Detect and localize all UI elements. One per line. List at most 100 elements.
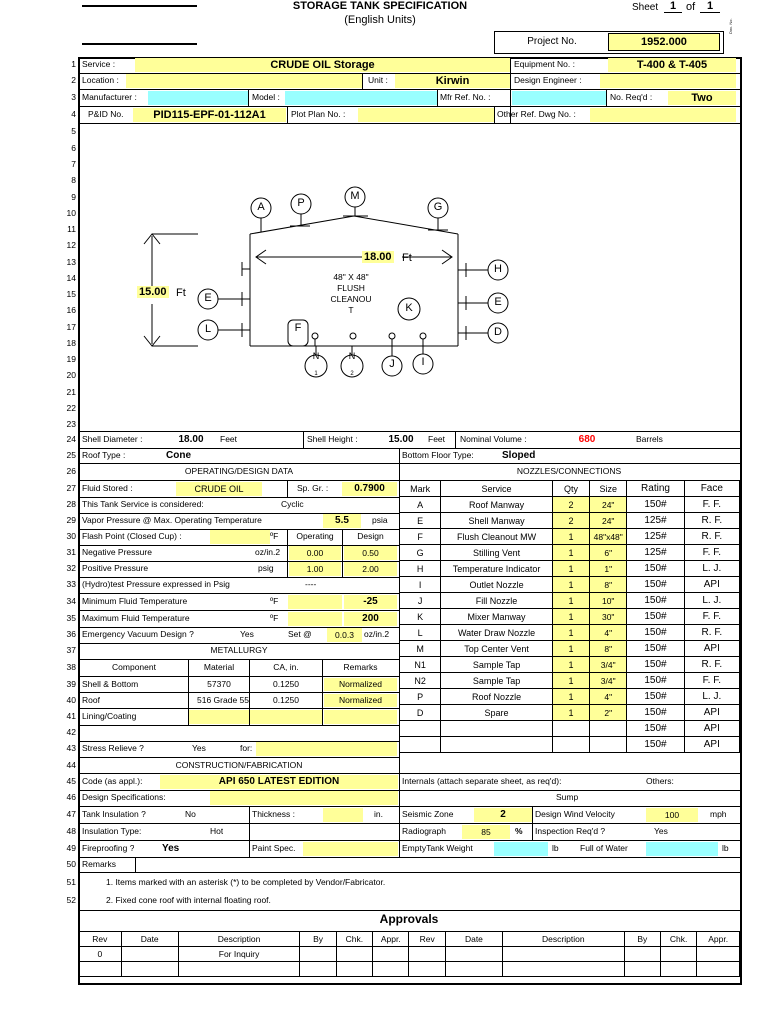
design-spec-value[interactable]: [210, 791, 398, 805]
stress-for-value[interactable]: [256, 742, 397, 756]
equipment-value[interactable]: T-400 & T-405: [608, 58, 736, 72]
row-number: 4: [71, 109, 76, 119]
radiograph-value[interactable]: 85: [462, 825, 510, 839]
met-row-remarks[interactable]: Normalized: [324, 694, 397, 707]
empty-weight-value[interactable]: [494, 842, 548, 856]
full-water-value[interactable]: [646, 842, 718, 856]
vacuum-value[interactable]: Yes: [240, 629, 254, 639]
met-row-material[interactable]: 516 Grade 55: [197, 695, 249, 705]
shell-dia-value[interactable]: 18.00: [178, 434, 204, 445]
engineer-value[interactable]: [600, 74, 736, 88]
met-row-remarks[interactable]: Normalized: [324, 678, 397, 691]
nominal-volume-value[interactable]: 680: [578, 434, 596, 445]
row-number: 31: [66, 547, 76, 557]
thickness-value[interactable]: [323, 808, 363, 822]
mfr-ref-value[interactable]: [512, 91, 606, 105]
tank-drawing: [143, 186, 509, 378]
min-temp-unit: ºF: [270, 596, 279, 606]
roof-type-value[interactable]: Cone: [166, 450, 191, 461]
set-value[interactable]: 0.0.3: [327, 628, 362, 642]
shell-ht-value[interactable]: 15.00: [388, 434, 414, 445]
sg-value[interactable]: 0.7900: [342, 482, 397, 496]
unit-label: Unit :: [368, 75, 388, 85]
pid-value[interactable]: PID115-EPF-01-112A1: [133, 108, 286, 122]
nz-face: API: [683, 640, 741, 657]
height-value: 15.00: [137, 286, 169, 298]
neg-pressure-design[interactable]: 0.50: [344, 546, 397, 560]
nz-mark: D: [398, 704, 442, 721]
bottom-floor-value[interactable]: Sloped: [502, 450, 536, 461]
wind-value[interactable]: 100: [646, 808, 698, 822]
met-row-ca[interactable]: 0.1250: [273, 679, 299, 689]
pos-pressure-design[interactable]: 2.00: [344, 562, 397, 576]
nozzle-row[interactable]: 150#API: [398, 720, 741, 737]
met-row-material[interactable]: 57370: [207, 679, 231, 689]
insulation-type-value[interactable]: Hot: [210, 826, 224, 836]
seismic-value[interactable]: 2: [474, 808, 532, 822]
nz-face: R. F.: [683, 656, 741, 673]
nz-qty: [551, 720, 591, 737]
nozzle-i-label: I: [421, 356, 425, 368]
model-value[interactable]: [285, 91, 437, 105]
hydrotest-value[interactable]: ----: [305, 579, 317, 589]
row-number: 43: [66, 743, 76, 753]
sg-label: Sp. Gr. :: [297, 483, 329, 493]
met-col-ca: CA, in.: [273, 662, 299, 672]
no-reqd-value[interactable]: Two: [668, 91, 736, 105]
approval-row[interactable]: [78, 961, 740, 977]
fluid-value[interactable]: CRUDE OIL: [176, 482, 262, 496]
nozzle-d-label: D: [494, 326, 502, 338]
wind-unit: mph: [710, 809, 727, 819]
vapor-pressure-value[interactable]: 5.5: [323, 514, 361, 528]
paint-spec-value[interactable]: [303, 842, 398, 856]
plot-plan-value[interactable]: [358, 108, 494, 122]
nz-service: Temperature Indicator: [440, 560, 553, 577]
unit-value[interactable]: Kirwin: [395, 74, 510, 88]
min-temp-value[interactable]: -25: [344, 595, 397, 609]
page-subtitle: (English Units): [344, 14, 416, 26]
manufacturer-value[interactable]: [148, 91, 248, 105]
met-row-remarks[interactable]: [324, 710, 397, 724]
met-row-ca[interactable]: 0.1250: [273, 695, 299, 705]
location-value[interactable]: [126, 74, 362, 88]
stress-relieve-value[interactable]: Yes: [192, 743, 206, 753]
nozzle-row[interactable]: 150#API: [398, 736, 741, 753]
other-ref-value[interactable]: [590, 108, 736, 122]
flash-point-value[interactable]: [210, 530, 270, 544]
met-row-material[interactable]: [189, 710, 249, 724]
nz-size: 4": [589, 688, 628, 705]
met-row-ca[interactable]: [250, 710, 322, 724]
height-unit: Ft: [176, 287, 186, 299]
nz-qty: 1: [551, 688, 591, 705]
max-temp-value[interactable]: 200: [344, 612, 397, 626]
row-number: 33: [66, 579, 76, 589]
nz-face: F. F.: [683, 544, 741, 561]
neg-pressure-operating[interactable]: 0.00: [289, 546, 341, 560]
fireproofing-value[interactable]: Yes: [162, 843, 180, 854]
nz-size: 8": [589, 640, 628, 657]
considered-value[interactable]: Cyclic: [281, 499, 304, 509]
nz-service: Spare: [440, 704, 553, 721]
service-value[interactable]: CRUDE OIL Storage: [135, 58, 510, 72]
code-value[interactable]: API 650 LATEST EDITION: [160, 775, 398, 789]
insulation-value[interactable]: No: [185, 809, 196, 819]
inspection-value[interactable]: Yes: [654, 826, 668, 836]
pos-pressure-operating[interactable]: 1.00: [289, 562, 341, 576]
flash-point-unit: ºF: [270, 531, 279, 541]
